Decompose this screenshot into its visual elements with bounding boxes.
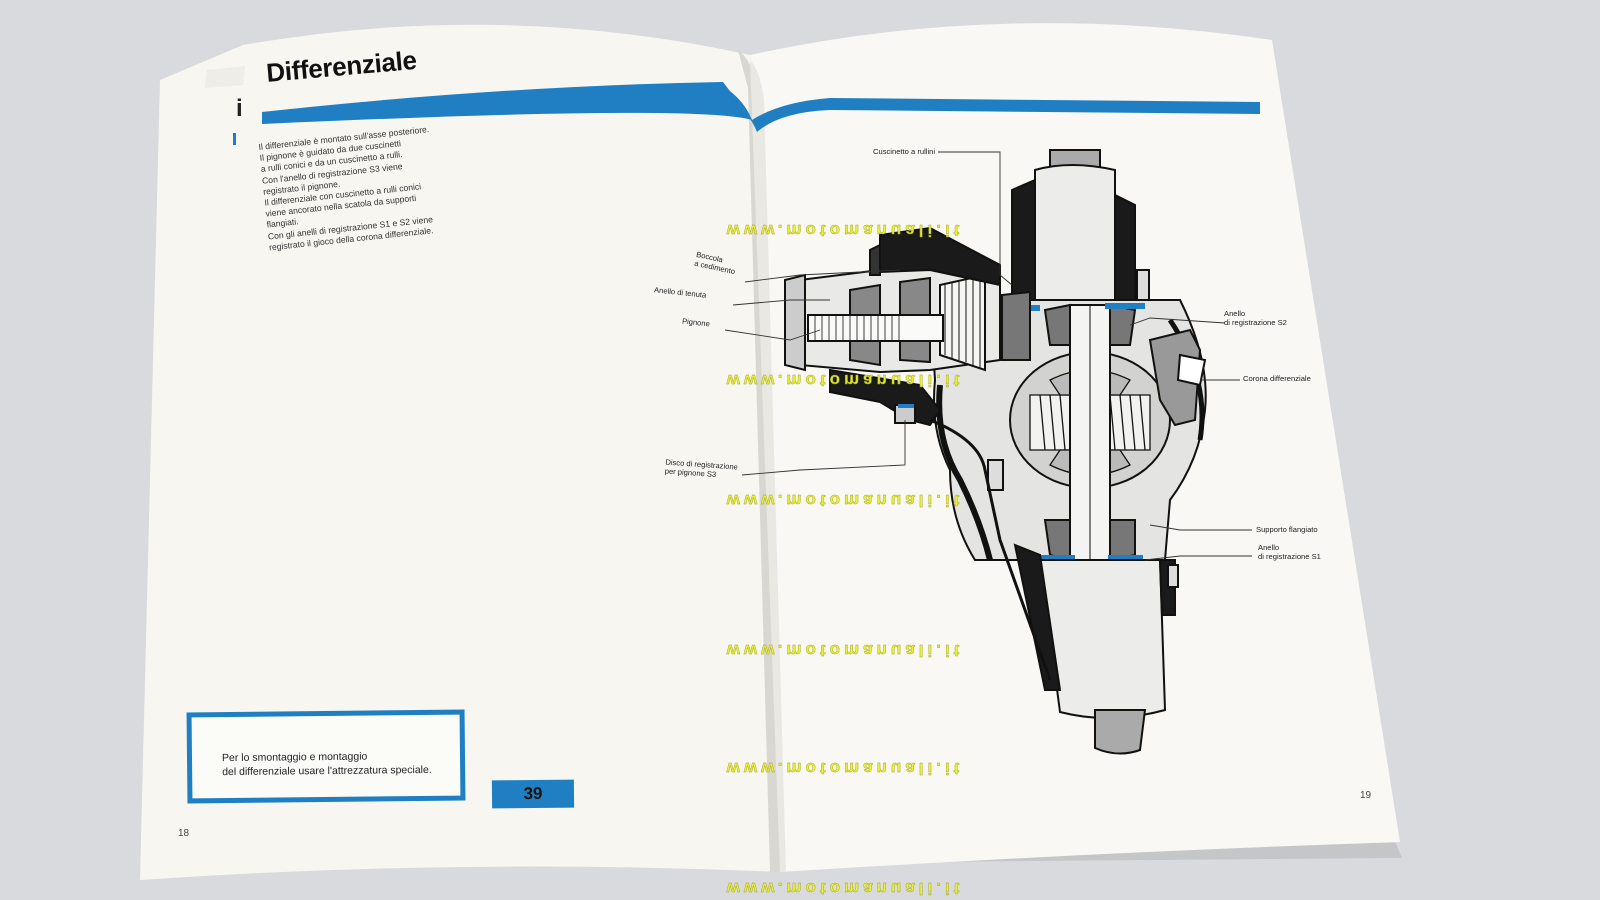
section-badge: 39 [491, 779, 575, 809]
right-page-number: 19 [1360, 790, 1372, 801]
left-page-number: 18 [178, 828, 190, 839]
note-text: Per lo smontaggio e montaggio del differ… [222, 749, 432, 779]
callout-line: di registrazione S1 [1258, 552, 1321, 561]
callout-anello-s1: Anello di registrazione S1 [1258, 543, 1321, 561]
watermark: www.motomanuali.it [726, 371, 964, 390]
watermark: www.motomanuali.it [726, 221, 964, 240]
callout-supporto: Supporto flangiato [1256, 525, 1318, 534]
callout-line: Anello [1258, 543, 1280, 552]
callout-line: Anello [1224, 309, 1246, 318]
callout-line: di registrazione S2 [1224, 318, 1287, 327]
watermark: www.motomanuali.it [726, 491, 964, 510]
callout-anello-s2: Anello di registrazione S2 [1224, 309, 1287, 327]
description-text: Il differenziale è montato sull'asse pos… [258, 119, 489, 253]
differential-diagram [784, 149, 1207, 755]
left-page [140, 24, 780, 880]
header-band-right [752, 98, 1260, 132]
side-tab-letter: i [236, 95, 243, 122]
note-box: Per lo smontaggio e montaggio del differ… [186, 709, 466, 804]
note-line: del differenziale usare l'attrezzatura s… [222, 763, 432, 779]
watermark: www.motomanuali.it [726, 641, 964, 660]
watermark: www.motomanuali.it [726, 759, 964, 778]
watermark: www.motomanuali.it [726, 879, 964, 898]
callout-leaders [724, 151, 1252, 561]
callout-corona: Corona differenziale [1243, 374, 1311, 383]
callout-cuscinetto: Cuscinetto a rullini [873, 147, 936, 156]
header-band-left [262, 82, 752, 124]
